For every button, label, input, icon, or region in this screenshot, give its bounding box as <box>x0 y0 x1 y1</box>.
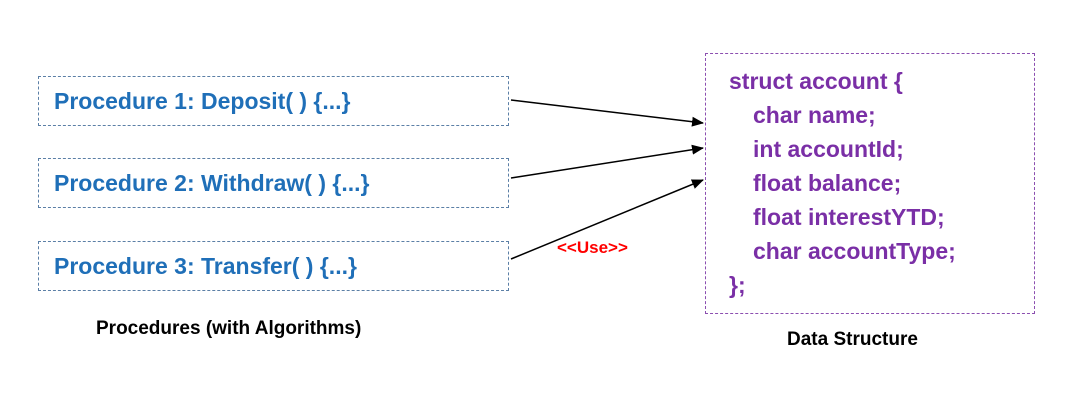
procedure-label-deposit: Procedure 1: Deposit( ) {...} <box>54 87 351 114</box>
struct-header-line: struct account { <box>729 68 903 94</box>
struct-closing-line: }; <box>729 272 746 298</box>
procedure-box-withdraw: Procedure 2: Withdraw( ) {...} <box>38 158 509 208</box>
procedure-label-transfer: Procedure 3: Transfer( ) {...} <box>54 252 357 279</box>
use-relationship-label: <<Use>> <box>557 238 628 257</box>
arrow-transfer-to-struct <box>510 179 704 260</box>
procedure-label-withdraw: Procedure 2: Withdraw( ) {...} <box>54 169 370 196</box>
struct-field-accountid: int accountId; <box>753 136 904 162</box>
struct-field-accounttype: char accountType; <box>753 238 956 264</box>
data-structure-caption: Data Structure <box>787 329 918 350</box>
procedures-caption: Procedures (with Algorithms) <box>96 318 362 339</box>
arrow-deposit-to-struct <box>510 99 704 127</box>
procedure-box-transfer: Procedure 3: Transfer( ) {...} <box>38 241 509 291</box>
struct-field-balance: float balance; <box>753 170 902 196</box>
procedure-box-deposit: Procedure 1: Deposit( ) {...} <box>38 76 509 126</box>
struct-field-name: char name; <box>753 102 876 128</box>
arrow-withdraw-to-struct <box>510 144 704 179</box>
struct-account-box: struct account { char name; int accountI… <box>705 53 1035 314</box>
struct-field-interestytd: float interestYTD; <box>753 204 945 230</box>
